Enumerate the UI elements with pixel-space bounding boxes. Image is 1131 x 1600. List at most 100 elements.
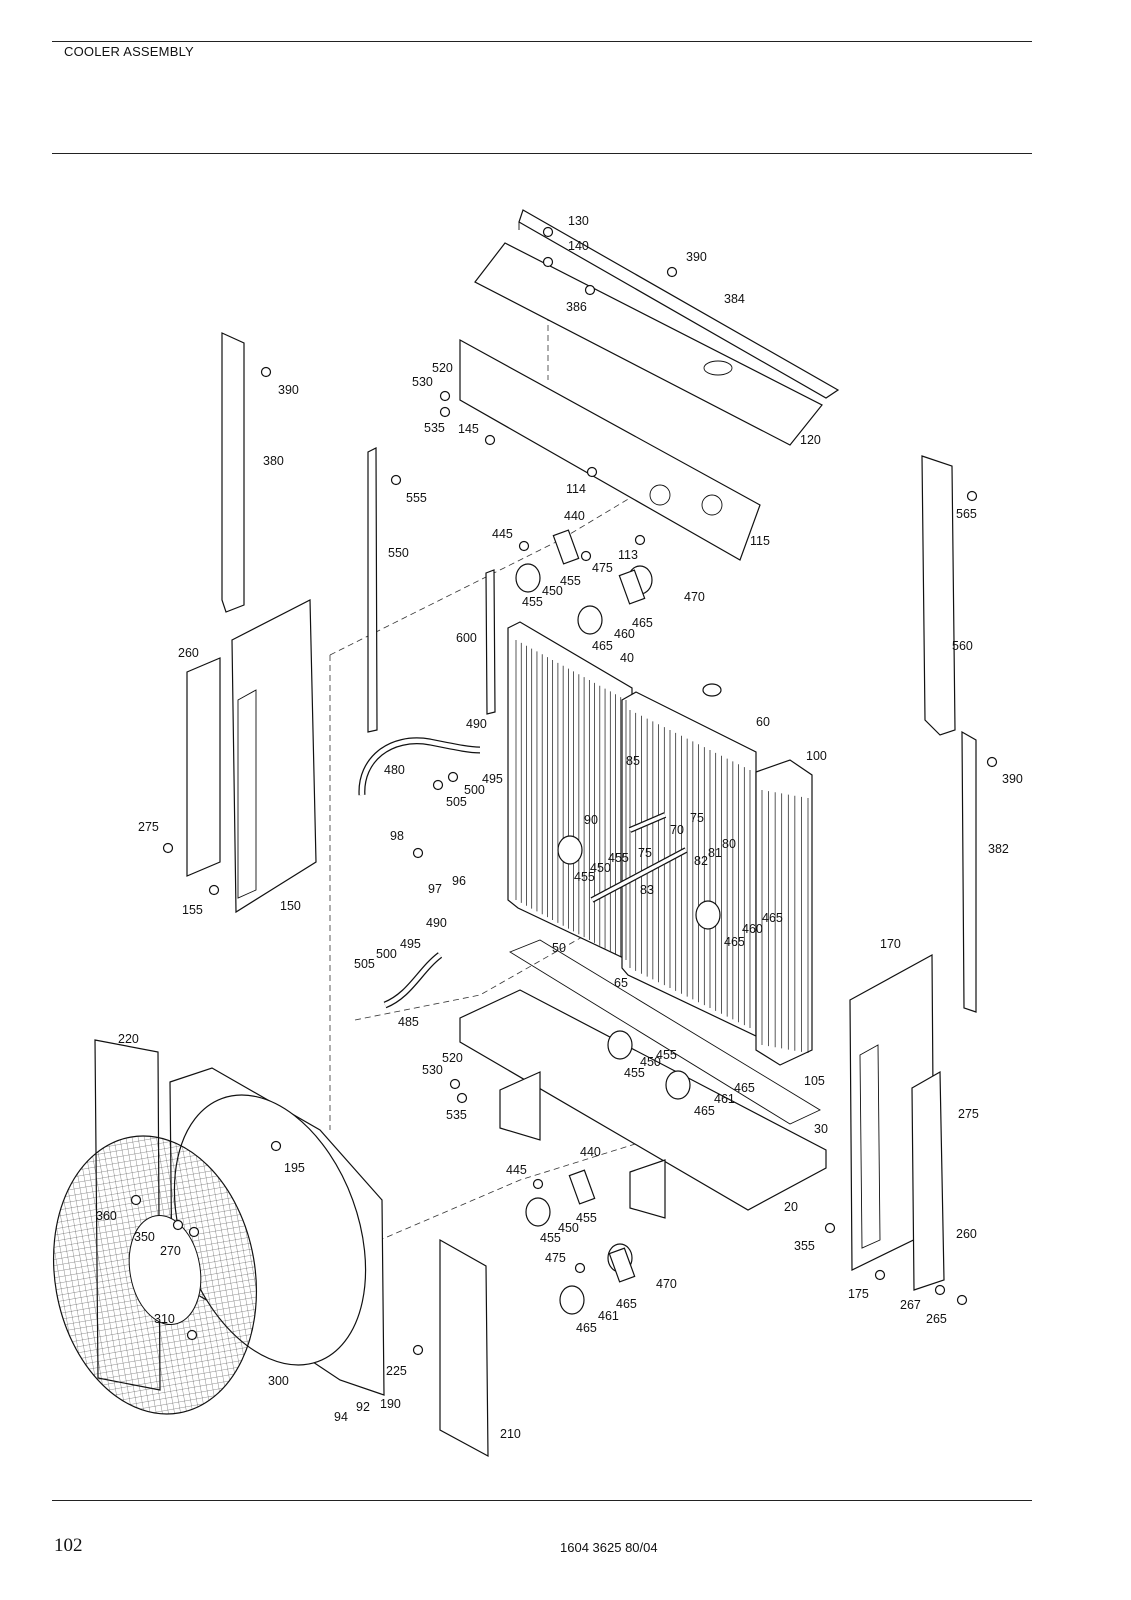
callout-83: 83 <box>640 883 654 897</box>
callout-535: 535 <box>424 421 445 435</box>
callout-113: 113 <box>618 548 638 562</box>
bolt-icon <box>956 1294 968 1306</box>
callout-555: 555 <box>406 491 427 505</box>
callout-465: 465 <box>592 639 613 653</box>
callout-495: 495 <box>482 772 503 786</box>
bottom-frame-20 <box>459 939 827 1219</box>
bolt-icon <box>824 1222 836 1234</box>
top-rail-384 <box>474 209 840 446</box>
page-title: COOLER ASSEMBLY <box>64 44 194 59</box>
callout-490: 490 <box>466 717 487 731</box>
callout-81: 81 <box>708 846 722 860</box>
callout-360: 360 <box>96 1209 117 1223</box>
callout-465: 465 <box>694 1104 715 1118</box>
callout-270: 270 <box>160 1244 181 1258</box>
callout-170: 170 <box>880 937 901 951</box>
bolt-icon <box>260 366 272 378</box>
tube-83 <box>590 847 688 903</box>
callout-505: 505 <box>446 795 467 809</box>
side-panel-260-right <box>911 1070 945 1291</box>
callout-485: 485 <box>398 1015 419 1029</box>
callout-390: 390 <box>686 250 707 264</box>
bolt-icon <box>586 466 598 478</box>
bolt-icon <box>966 490 978 502</box>
side-rail-380 <box>221 332 245 613</box>
callout-150: 150 <box>280 899 301 913</box>
callout-520: 520 <box>442 1051 463 1065</box>
bolt-icon <box>172 1219 184 1231</box>
callout-275: 275 <box>958 1107 979 1121</box>
callout-65: 65 <box>614 976 628 990</box>
callout-265: 265 <box>926 1312 947 1326</box>
callout-50: 50 <box>552 941 566 955</box>
callout-92: 92 <box>356 1400 370 1414</box>
callout-175: 175 <box>848 1287 869 1301</box>
fasteners <box>130 226 998 1356</box>
callout-80: 80 <box>722 837 736 851</box>
callout-460: 460 <box>614 627 635 641</box>
callout-475: 475 <box>545 1251 566 1265</box>
document-code: 1604 3625 80/04 <box>560 1540 658 1555</box>
callout-355: 355 <box>794 1239 815 1253</box>
panel-210 <box>439 1238 489 1458</box>
callout-90: 90 <box>584 813 598 827</box>
bolt-icon <box>580 550 592 562</box>
callout-455: 455 <box>522 595 543 609</box>
pipe-485 <box>383 952 443 1009</box>
bolt-icon <box>584 284 596 296</box>
callout-300: 300 <box>268 1374 289 1388</box>
callout-225: 225 <box>386 1364 407 1378</box>
callout-195: 195 <box>284 1161 305 1175</box>
bolt-icon <box>986 756 998 768</box>
callout-455: 455 <box>560 574 581 588</box>
bolt-icon <box>186 1329 198 1341</box>
callout-535: 535 <box>446 1108 467 1122</box>
callout-155: 155 <box>182 903 203 917</box>
callout-70: 70 <box>670 823 684 837</box>
side-rail-560 <box>921 455 956 736</box>
bolt-icon <box>130 1194 142 1206</box>
strip-600 <box>485 569 496 715</box>
header-bottom-rule <box>52 153 1032 154</box>
callout-455: 455 <box>540 1231 561 1245</box>
callout-275: 275 <box>138 820 159 834</box>
callout-210: 210 <box>500 1427 521 1441</box>
radiator-fins <box>515 640 809 1053</box>
radiator-60 <box>621 683 757 1037</box>
callout-490: 490 <box>426 916 447 930</box>
bolt-icon <box>666 266 678 278</box>
bolt-icon <box>532 1178 544 1190</box>
callout-60: 60 <box>756 715 770 729</box>
bolt-icon <box>449 1078 461 1090</box>
callout-267: 267 <box>900 1298 921 1312</box>
callout-30: 30 <box>814 1122 828 1136</box>
callout-565: 565 <box>956 507 977 521</box>
callout-450: 450 <box>640 1055 661 1069</box>
side-rail-550 <box>367 447 378 733</box>
callout-475: 475 <box>592 561 613 575</box>
callout-75: 75 <box>638 846 652 860</box>
callout-390: 390 <box>1002 772 1023 786</box>
callout-530: 530 <box>412 375 433 389</box>
callout-130: 130 <box>568 214 589 228</box>
callout-100: 100 <box>806 749 827 763</box>
page-number: 102 <box>54 1535 83 1556</box>
callout-495: 495 <box>400 937 421 951</box>
bolt-icon <box>574 1262 586 1274</box>
side-rail-382 <box>961 730 977 1013</box>
callout-445: 445 <box>506 1163 527 1177</box>
callout-386: 386 <box>566 300 587 314</box>
top-plate-115 <box>459 338 761 561</box>
callout-500: 500 <box>464 783 485 797</box>
bolt-icon <box>208 884 220 896</box>
callout-530: 530 <box>422 1063 443 1077</box>
fan-guard-300 <box>52 1135 258 1415</box>
callout-75: 75 <box>690 811 704 825</box>
callout-461: 461 <box>714 1092 735 1106</box>
bolt-icon <box>439 390 451 402</box>
footer-rule <box>52 1500 1032 1501</box>
callout-465: 465 <box>762 911 783 925</box>
callout-40: 40 <box>620 651 634 665</box>
